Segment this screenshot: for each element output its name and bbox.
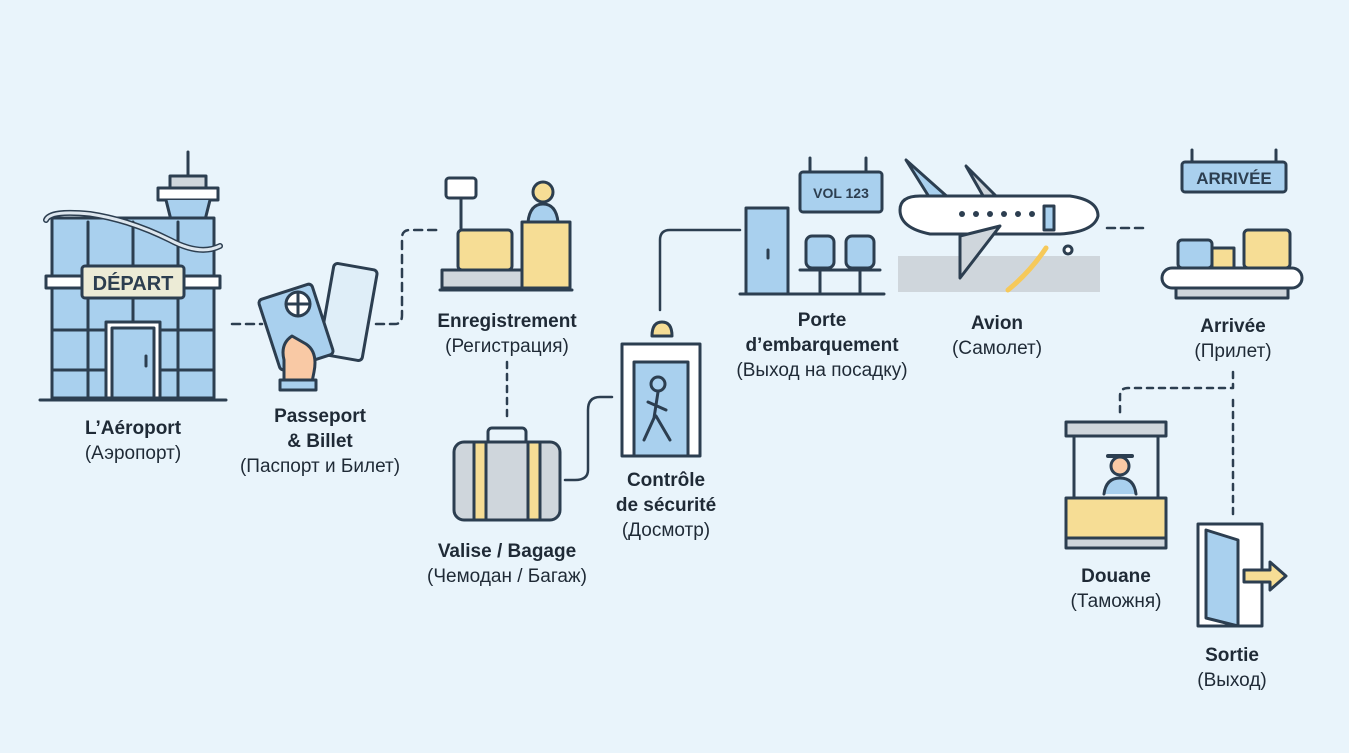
label-fr: L’Aéroport — [84, 418, 182, 439]
label-ru: (Чемодан / Багаж) — [427, 566, 587, 587]
step-exit: Sortie (Выход) — [1197, 643, 1267, 693]
flight-sign: VOL 123 — [813, 185, 869, 201]
label-fr: Douane — [1081, 566, 1151, 587]
arrivee-sign: ARRIVÉE — [1196, 169, 1272, 188]
label-fr: Valise / Bagage — [437, 541, 577, 562]
airport-building-icon: DÉPART — [38, 150, 228, 402]
step-security: Contrôle de sécurité (Досмотр) — [616, 468, 716, 543]
label-fr: Sortie — [1205, 645, 1259, 666]
security-gate-icon — [620, 320, 702, 458]
label-fr: Porte — [797, 310, 847, 331]
label-ru: (Паспорт и Билет) — [239, 456, 401, 477]
label-ru: (Таможня) — [1070, 591, 1162, 612]
label-ru: (Выход) — [1197, 670, 1267, 691]
step-checkin: Enregistrement (Регистрация) — [437, 309, 576, 359]
exit-door-icon — [1196, 522, 1288, 628]
label-fr: Avion — [970, 313, 1024, 334]
label-ru: (Аэропорт) — [84, 443, 182, 464]
step-customs: Douane (Таможня) — [1071, 564, 1162, 614]
step-passport: Passeport & Billet (Паспорт и Билет) — [240, 404, 400, 479]
label-ru: (Прилет) — [1194, 341, 1272, 362]
airplane-icon — [898, 158, 1100, 293]
step-luggage: Valise / Bagage (Чемодан / Багаж) — [427, 539, 587, 589]
label-fr: & Billet — [287, 431, 353, 452]
customs-booth-icon — [1064, 420, 1168, 550]
label-fr: Enregistrement — [437, 311, 577, 332]
label-fr: Arrivée — [1200, 316, 1266, 337]
label-ru: (Выход на посадку) — [736, 360, 908, 381]
boarding-gate-icon: VOL 123 — [738, 156, 886, 296]
label-ru: (Самолет) — [951, 338, 1043, 359]
step-gate: Porte d’embarquement (Выход на посадку) — [736, 308, 907, 383]
connectors — [230, 226, 1235, 517]
label-fr: d’embarquement — [745, 335, 899, 356]
label-ru: (Регистрация) — [445, 336, 569, 357]
suitcase-icon — [452, 426, 562, 522]
step-airport: L’Aéroport (Аэропорт) — [85, 416, 181, 466]
label-ru: (Досмотр) — [621, 520, 711, 541]
label-fr: Passeport — [274, 406, 366, 427]
baggage-claim-icon: ARRIVÉE — [1160, 148, 1304, 300]
label-fr: de sécurité — [615, 495, 717, 516]
passport-ticket-icon — [257, 262, 379, 392]
check-in-desk-icon — [438, 176, 574, 292]
step-arrival: Arrivée (Прилет) — [1194, 314, 1271, 364]
label-fr: Contrôle — [626, 470, 706, 491]
step-plane: Avion (Самолет) — [952, 311, 1042, 361]
depart-sign: DÉPART — [93, 272, 174, 295]
